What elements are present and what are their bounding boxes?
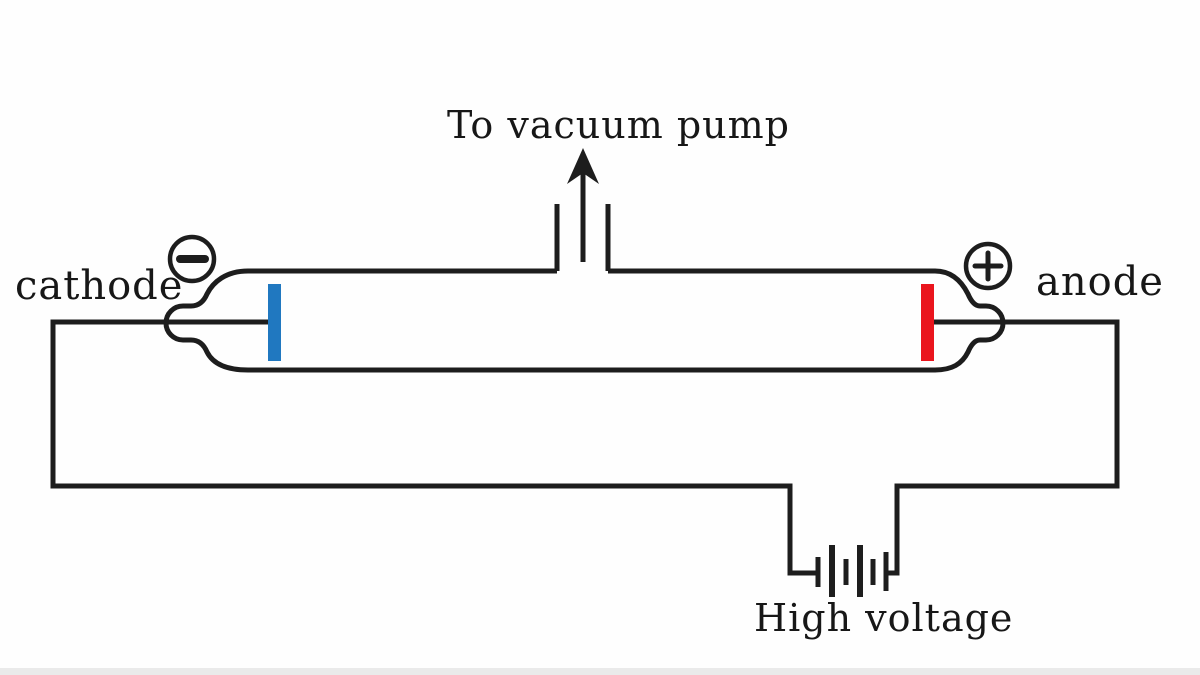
bottom-edge-strip (0, 668, 1200, 675)
glass-tube-outline (163, 268, 1006, 373)
cathode-label: cathode (15, 263, 184, 309)
battery-icon (815, 545, 889, 597)
minus-icon (167, 234, 217, 284)
cathode-wire (50, 319, 817, 576)
up-arrow-icon (567, 148, 599, 262)
cathode-electrode (268, 284, 281, 361)
anode-wire (887, 319, 1120, 576)
anode-label: anode (1036, 259, 1164, 305)
to-vacuum-pump-label: To vacuum pump (447, 103, 790, 147)
high-voltage-label: High voltage (754, 596, 1014, 640)
plus-icon (963, 241, 1013, 291)
anode-electrode (921, 284, 934, 361)
